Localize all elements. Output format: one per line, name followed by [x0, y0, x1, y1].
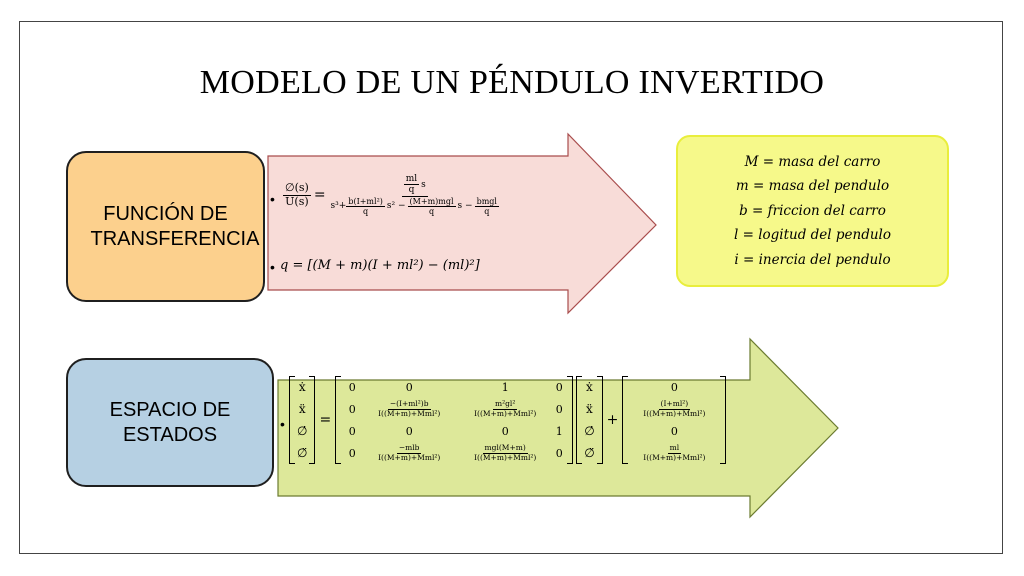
- state-vector-entry: ∅̇: [584, 424, 595, 438]
- tf-rhs-denominator: s³+ b(I+ml²) q s² − (M+m)mgl q s − bmgl …: [329, 197, 501, 216]
- green-arrow: [277, 337, 839, 519]
- state-vector-entry: ẍ: [586, 402, 593, 416]
- matrix-entry: 0: [670, 380, 678, 394]
- bullet-icon: •: [270, 191, 275, 207]
- bullet-icon: •: [270, 259, 275, 275]
- state-space-label: ESPACIO DE ESTADOS: [109, 398, 231, 446]
- tf-den-s3: s³+: [330, 201, 347, 212]
- tf-den-frac1-den: q: [363, 206, 369, 216]
- lhs-vector-entry: ∅̇: [297, 424, 308, 438]
- lhs-vector-entry: ẍ: [298, 402, 306, 416]
- matrix-entry: 0: [348, 380, 356, 394]
- tf-den-frac2-num: (M+m)mgl: [407, 196, 456, 207]
- tf-den-s: s −: [457, 201, 473, 212]
- transfer-function-equation: ∅(s) U(s) = ml q s s³+ b(I+ml²) q s² − (…: [283, 174, 501, 216]
- ss-equals: =: [319, 412, 332, 428]
- matrix-entry: 0: [670, 424, 678, 438]
- lhs-vector-entry: ẋ: [298, 380, 306, 394]
- state-space-box: ESPACIO DE ESTADOS: [66, 358, 274, 487]
- tf-lhs-numerator: ∅(s): [283, 180, 311, 196]
- tf-num-frac-den: q: [408, 185, 415, 196]
- tf-num-s: s: [421, 179, 426, 190]
- pink-arrow: [267, 132, 657, 315]
- tf-lhs-denominator: U(s): [285, 194, 309, 208]
- matrix-entry: (I+ml²)I((M+m)+Mml²): [643, 398, 706, 418]
- state-vector-entry: ẋ: [586, 380, 593, 394]
- bullet-icon: •: [280, 416, 285, 432]
- variable-line: M = masa del carro: [744, 153, 881, 170]
- state-vector-entry: ∅̈: [584, 446, 595, 460]
- matrix-entry: 0: [348, 402, 356, 416]
- matrix-entry: 0: [555, 402, 563, 416]
- slide-title: MODELO DE UN PÉNDULO INVERTIDO: [199, 64, 825, 101]
- tf-den-frac3-den: q: [484, 206, 490, 216]
- matrix-entry: 0: [555, 380, 563, 394]
- tf-den-frac3-num: bmgl: [474, 196, 499, 207]
- slide-frame: [19, 21, 1003, 554]
- matrix-entry: 0: [405, 380, 413, 394]
- ss-plus: +: [606, 412, 619, 428]
- q-definition: q = [(M + m)(I + ml²) − (ml)²]: [280, 258, 480, 273]
- matrix-entry: 0: [348, 446, 356, 460]
- matrix-entry: mgl(M+m)I((M+m)+Mml²): [474, 442, 537, 462]
- matrix-entry: 0: [348, 424, 356, 438]
- variable-line: l = logitud del pendulo: [733, 227, 892, 244]
- tf-den-s2: s² −: [386, 201, 406, 212]
- tf-rhs-numerator: ml q s: [401, 174, 428, 197]
- transfer-function-label: FUNCIÓN DE TRANSFERENCIA: [90, 202, 260, 250]
- matrix-entry: 0: [555, 446, 563, 460]
- tf-den-frac2-den: q: [428, 206, 435, 216]
- matrix-entry: 0: [501, 424, 509, 438]
- variable-line: m = masa del pendulo: [735, 178, 890, 195]
- tf-equals: =: [313, 187, 326, 204]
- variables-box: M = masa del carro m = masa del pendulo …: [676, 135, 949, 287]
- variable-line: i = inercia del pendulo: [734, 251, 891, 268]
- transfer-function-box: FUNCIÓN DE TRANSFERENCIA: [66, 151, 265, 302]
- tf-den-frac1-num: b(I+ml²): [346, 196, 385, 207]
- lhs-vector-entry: ∅̈: [297, 446, 308, 460]
- matrix-entry: 1: [501, 380, 509, 394]
- matrix-entry: 1: [555, 424, 563, 438]
- matrix-entry: 0: [405, 424, 413, 438]
- tf-num-frac-num: ml: [403, 174, 420, 186]
- variable-line: b = friccion del carro: [739, 202, 886, 219]
